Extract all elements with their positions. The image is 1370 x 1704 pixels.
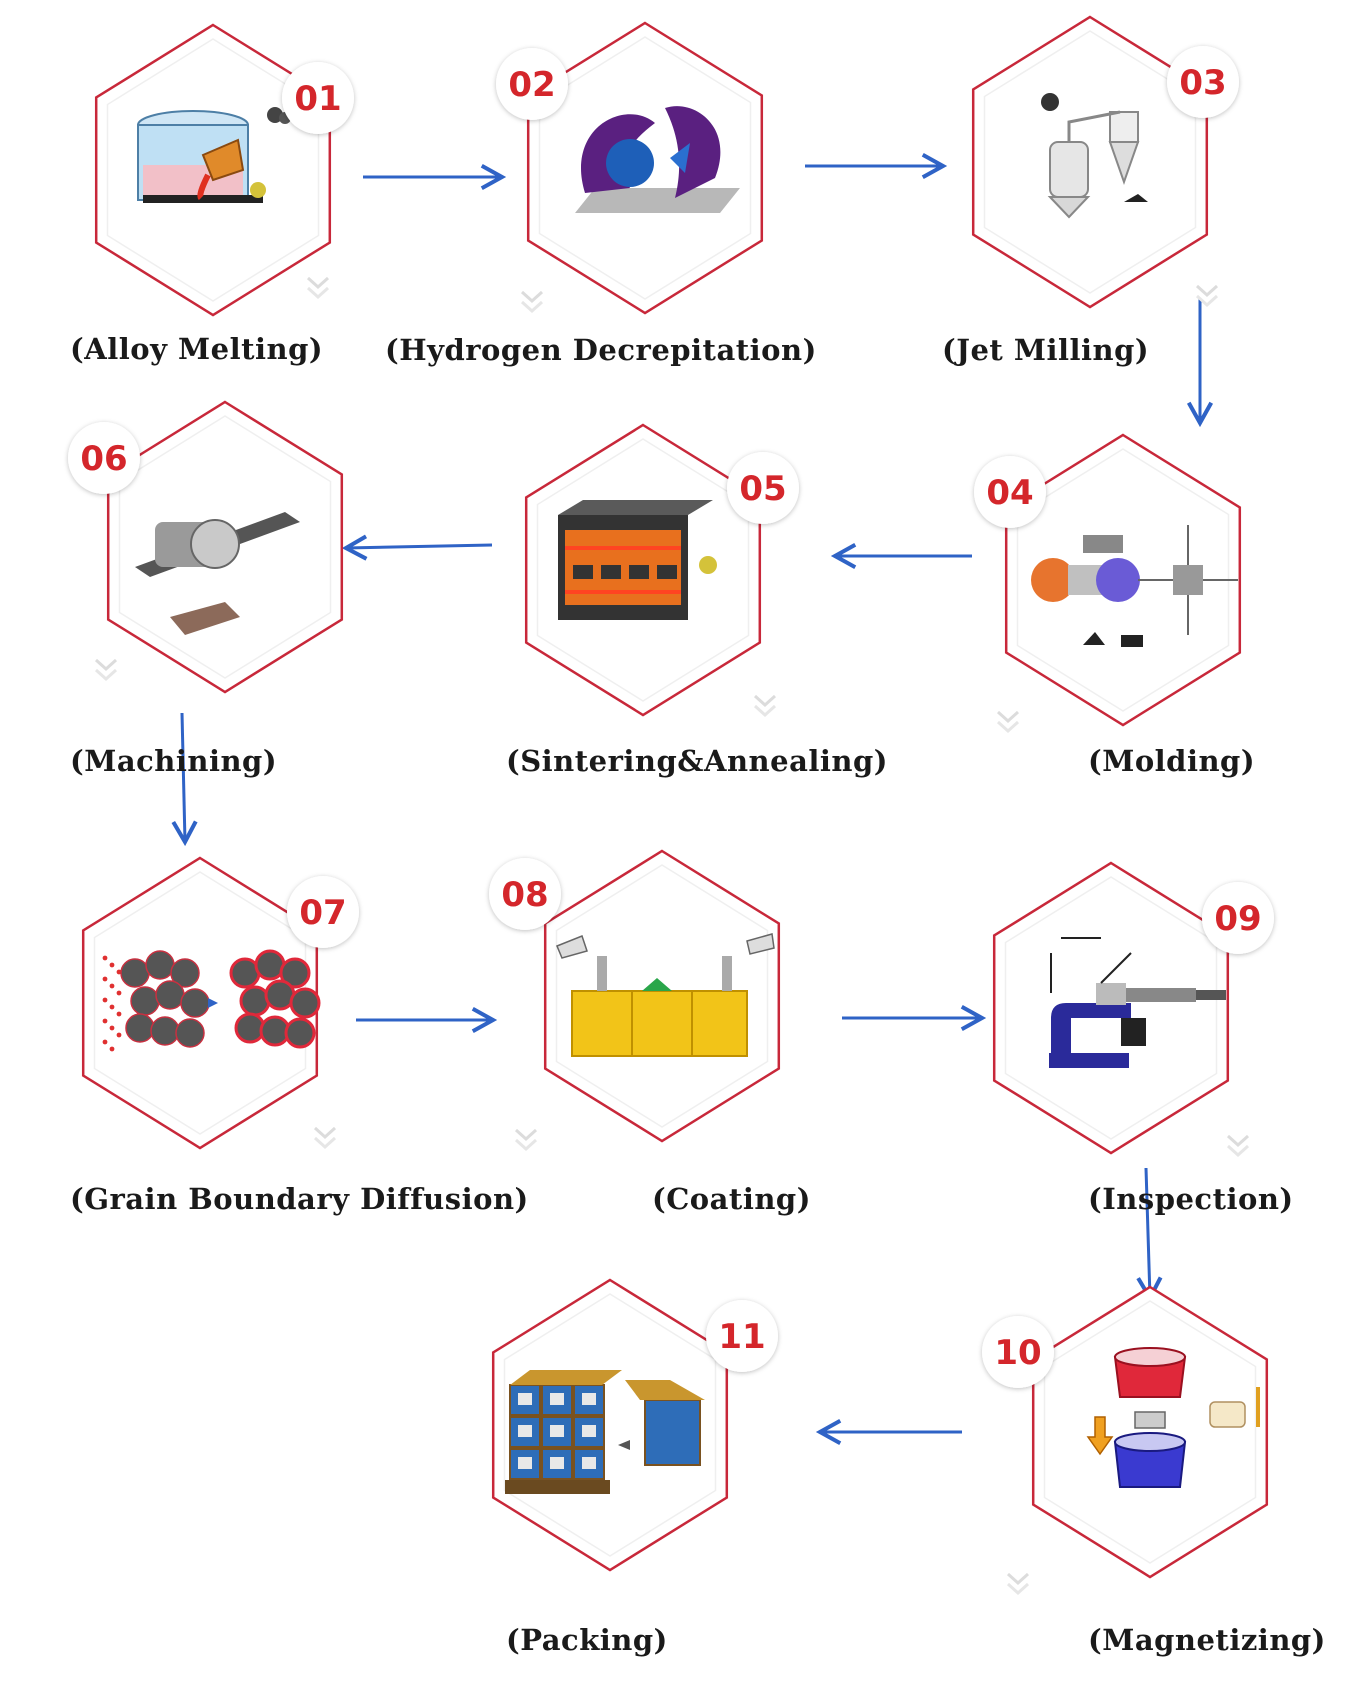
step-label: (Coating) [652, 1182, 811, 1216]
step-number-badge: 08 [489, 858, 561, 930]
jet-mill-icon [1041, 93, 1148, 219]
chevron-down-icon [514, 1128, 538, 1152]
chevron-down-icon [306, 276, 330, 300]
step-number-badge: 11 [706, 1300, 778, 1372]
chevron-down-icon [1195, 284, 1219, 308]
step-07: 07 [81, 856, 359, 1150]
step-11: 11 [491, 1278, 778, 1572]
step-number-badge: 09 [1202, 882, 1274, 954]
step-number: 05 [739, 469, 786, 509]
step-number: 09 [1214, 899, 1261, 939]
coating-tank-icon [556, 933, 775, 1057]
step-number: 04 [986, 473, 1033, 513]
step-number-badge: 10 [982, 1316, 1054, 1388]
step-label: (Jet Milling) [942, 333, 1150, 367]
chevron-down-icon [520, 290, 544, 314]
arrow-06-07 [171, 712, 198, 847]
hydrogen-icon [575, 106, 740, 213]
micrometer-icon [1049, 937, 1226, 1068]
step-number-badge: 01 [282, 62, 354, 134]
cutter-icon [135, 512, 300, 635]
step-number: 11 [718, 1317, 765, 1357]
step-number: 07 [299, 893, 346, 933]
step-02: 02 [496, 21, 764, 315]
step-10: 10 [982, 1285, 1269, 1596]
chevron-down-icon [94, 658, 118, 682]
step-label: (Hydrogen Decrepitation) [385, 333, 817, 367]
step-03: 03 [971, 15, 1239, 309]
chevron-down-icon [1226, 1134, 1250, 1158]
step-09: 09 [992, 861, 1274, 1158]
step-08: 08 [489, 849, 781, 1152]
arrow-09-10 [1136, 1167, 1163, 1303]
step-number-badge: 02 [496, 48, 568, 120]
chevron-down-icon [1006, 1572, 1030, 1596]
step-number-badge: 05 [727, 452, 799, 524]
step-label: (Machining) [70, 744, 278, 778]
step-05: 05 [524, 423, 799, 718]
step-number-badge: 07 [287, 876, 359, 948]
oven-icon [558, 500, 717, 620]
step-number: 01 [294, 79, 341, 119]
step-number: 06 [80, 439, 127, 479]
press-icon [1031, 525, 1238, 647]
step-label: (Molding) [1088, 744, 1256, 778]
step-04: 04 [974, 433, 1242, 734]
step-06: 06 [68, 400, 344, 694]
boxes-icon [505, 1370, 705, 1494]
step-label: (Inspection) [1088, 1182, 1294, 1216]
chevron-down-icon [753, 694, 777, 718]
step-hexagon [971, 15, 1209, 309]
chevron-down-icon [313, 1126, 337, 1150]
step-label: (Packing) [506, 1623, 668, 1657]
step-number-badge: 04 [974, 456, 1046, 528]
step-number-badge: 06 [68, 422, 140, 494]
step-number: 03 [1179, 63, 1226, 103]
magnetizer-icon [1086, 1347, 1260, 1488]
step-number: 08 [501, 875, 548, 915]
step-number: 02 [508, 65, 555, 105]
grain-icon [102, 949, 321, 1052]
step-01: 01 [94, 23, 354, 317]
step-label: (Sintering&Annealing) [506, 744, 888, 778]
step-label: (Grain Boundary Diffusion) [70, 1182, 529, 1216]
step-number-badge: 03 [1167, 46, 1239, 118]
step-number: 10 [994, 1333, 1041, 1373]
furnace-icon [137, 107, 291, 203]
arrow-05-06 [341, 534, 493, 561]
step-label: (Magnetizing) [1088, 1623, 1326, 1657]
chevron-down-icon [996, 710, 1020, 734]
step-label: (Alloy Melting) [70, 332, 324, 366]
